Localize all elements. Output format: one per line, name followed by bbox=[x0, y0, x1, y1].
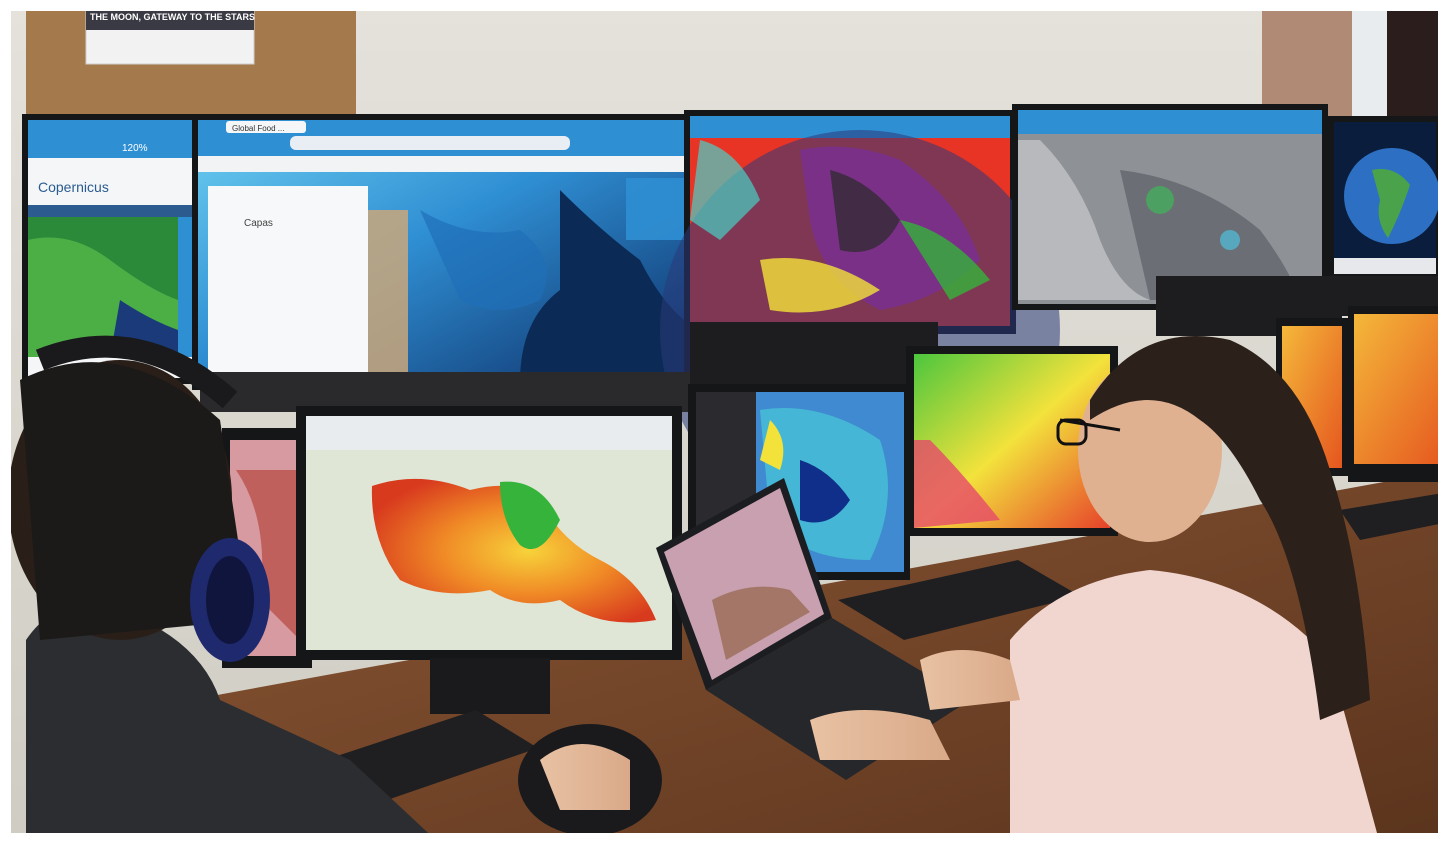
copernicus-logo-text: Copernicus bbox=[38, 179, 109, 195]
monitor-globe bbox=[1328, 116, 1440, 278]
keyboard-center bbox=[838, 560, 1080, 640]
keyboard-right bbox=[1340, 492, 1449, 540]
monitor-stand bbox=[430, 658, 550, 714]
layers-panel-title: Capas bbox=[244, 218, 273, 229]
person-right-woman bbox=[810, 336, 1380, 844]
zoom-level-readout: 120% bbox=[122, 143, 148, 154]
browser-tab-title: Global Food ... bbox=[232, 124, 284, 133]
monitor-heat-map bbox=[296, 406, 682, 714]
poster-headline: THE MOON, GATEWAY TO THE STARS bbox=[90, 12, 255, 22]
monitor-grey-weather-map bbox=[1012, 104, 1328, 310]
monitor-far-right-2 bbox=[1348, 306, 1449, 482]
wall-poster: THE MOON, GATEWAY TO THE STARS bbox=[85, 1, 255, 65]
window-frame bbox=[1352, 0, 1387, 120]
eyeglasses bbox=[1056, 418, 1088, 446]
person-left-with-headphones bbox=[8, 335, 630, 844]
monitor-ocean-map: Global Food ... Capas bbox=[192, 114, 690, 390]
